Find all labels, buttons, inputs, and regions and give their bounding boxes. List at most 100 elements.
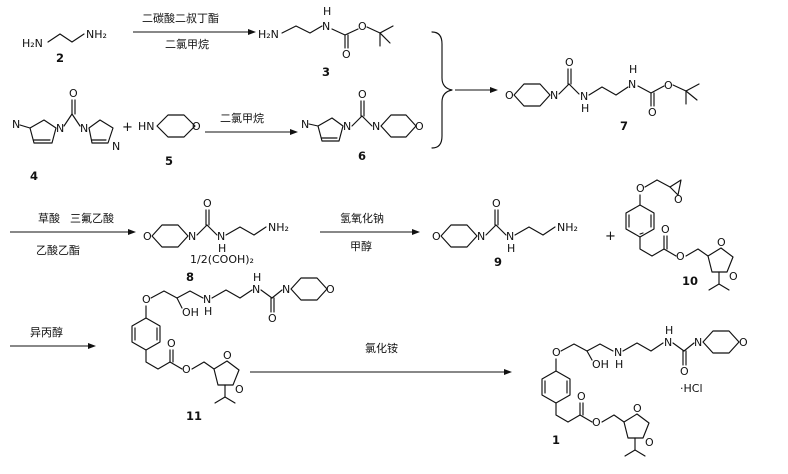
svg-text:N: N	[477, 230, 485, 243]
svg-text:HN: HN	[138, 120, 155, 133]
svg-text:草酸: 草酸	[38, 211, 60, 225]
svg-text:10: 10	[682, 274, 698, 288]
svg-text:N: N	[252, 283, 260, 296]
svg-text:5: 5	[165, 154, 173, 168]
svg-text:N: N	[301, 118, 309, 131]
svg-text:H: H	[218, 242, 226, 255]
compound-number: 2	[56, 51, 64, 65]
svg-text:O: O	[680, 365, 689, 378]
svg-text:O: O	[577, 390, 586, 403]
condition-text: 二碳酸二叔丁酯	[142, 11, 219, 25]
reaction-arrow-2: 二氯甲烷	[205, 111, 298, 135]
svg-text:O: O	[415, 120, 424, 133]
svg-text:8: 8	[186, 270, 194, 284]
svg-text:3: 3	[322, 65, 330, 79]
svg-text:O: O	[167, 337, 176, 350]
svg-text:O: O	[69, 87, 78, 100]
compound-9-structure: O N O N H NH₂ 9	[432, 197, 578, 269]
svg-text:O: O	[492, 197, 501, 210]
svg-text:O: O	[143, 230, 152, 243]
svg-text:NH₂: NH₂	[557, 221, 578, 234]
svg-text:O: O	[235, 383, 244, 396]
svg-text:N: N	[580, 90, 588, 103]
reaction-arrow-6: 氯化铵	[250, 341, 512, 375]
svg-text:三氟乙酸: 三氟乙酸	[70, 211, 114, 225]
svg-text:N: N	[664, 336, 672, 349]
svg-text:N: N	[80, 122, 88, 135]
reaction-arrow-1: 二碳酸二叔丁酯 二氯甲烷	[133, 11, 256, 51]
svg-text:N: N	[322, 20, 330, 33]
svg-text:O: O	[342, 48, 351, 61]
salt-label: 1/2(COOH)₂	[190, 253, 254, 266]
svg-text:H: H	[629, 63, 637, 76]
svg-text:N: N	[188, 230, 196, 243]
svg-text:6: 6	[358, 149, 366, 163]
svg-text:H: H	[665, 324, 673, 337]
atom-label: H₂N	[22, 37, 43, 50]
svg-text:O: O	[648, 106, 657, 119]
compound-10-structure: O O O O O O 10	[625, 179, 738, 291]
svg-text:乙酸乙酯: 乙酸乙酯	[36, 243, 80, 257]
compound-1-structure: O OH N H N H O N O ·HCl O O O O 1	[541, 324, 748, 457]
svg-text:O: O	[676, 250, 685, 263]
atom-label: NH₂	[86, 28, 107, 41]
svg-text:O: O	[645, 436, 654, 449]
svg-text:N: N	[628, 78, 636, 91]
svg-text:O: O	[268, 312, 277, 325]
svg-text:N: N	[506, 230, 514, 243]
reaction-arrow-4: 氢氧化钠 甲醇	[320, 211, 420, 253]
svg-text:4: 4	[30, 169, 38, 183]
svg-text:NH₂: NH₂	[268, 221, 289, 234]
svg-text:O: O	[729, 270, 738, 283]
compound-5-structure: HN O 5	[138, 114, 201, 168]
reaction-arrow-3: 草酸 三氟乙酸 乙酸乙酯	[10, 211, 136, 257]
condition-text: 二氯甲烷	[165, 37, 209, 51]
svg-text:氯化铵: 氯化铵	[365, 341, 398, 355]
svg-text:N: N	[217, 230, 225, 243]
svg-text:O: O	[633, 402, 642, 415]
svg-text:O: O	[182, 363, 191, 376]
svg-text:H: H	[323, 5, 331, 18]
compound-2-structure: H₂N NH₂ 2	[22, 28, 107, 65]
svg-text:O: O	[505, 89, 514, 102]
reaction-arrow-5: 异丙醇	[10, 325, 96, 349]
compound-7-structure: O N O N H N H O O 7	[505, 56, 700, 133]
svg-text:O: O	[142, 293, 151, 306]
svg-text:N: N	[12, 118, 20, 131]
svg-text:N: N	[56, 122, 64, 135]
svg-text:O: O	[358, 88, 367, 101]
svg-text:O: O	[358, 20, 367, 33]
svg-text:O: O	[203, 197, 212, 210]
svg-text:O: O	[717, 236, 726, 249]
plus-sign: +	[605, 229, 616, 244]
svg-text:O: O	[664, 79, 673, 92]
merge-brace	[431, 31, 498, 149]
svg-text:7: 7	[620, 119, 628, 133]
svg-text:N: N	[372, 120, 380, 133]
salt-label: ·HCl	[680, 382, 703, 395]
svg-text:1: 1	[552, 433, 560, 447]
svg-text:O: O	[565, 56, 574, 69]
svg-text:异丙醇: 异丙醇	[30, 325, 63, 339]
compound-4-structure: N N O N N 4	[12, 87, 120, 183]
svg-text:H: H	[581, 102, 589, 115]
svg-text:O: O	[739, 336, 748, 349]
svg-text:甲醇: 甲醇	[350, 239, 372, 253]
svg-text:N: N	[550, 89, 558, 102]
svg-text:OH: OH	[182, 306, 199, 319]
svg-text:H: H	[253, 271, 261, 284]
svg-text:O: O	[432, 230, 441, 243]
svg-text:N: N	[343, 120, 351, 133]
compound-11-structure: O OH N H N H O N O O O O O 11	[131, 271, 335, 423]
svg-text:O: O	[592, 416, 601, 429]
svg-text:OH: OH	[592, 358, 609, 371]
svg-text:H: H	[507, 242, 515, 255]
svg-text:O: O	[192, 120, 201, 133]
svg-text:11: 11	[186, 409, 202, 423]
svg-text:O: O	[636, 182, 645, 195]
svg-text:氢氧化钠: 氢氧化钠	[340, 211, 384, 225]
svg-text:O: O	[223, 349, 232, 362]
svg-text:N: N	[203, 293, 211, 306]
svg-text:O: O	[552, 346, 561, 359]
